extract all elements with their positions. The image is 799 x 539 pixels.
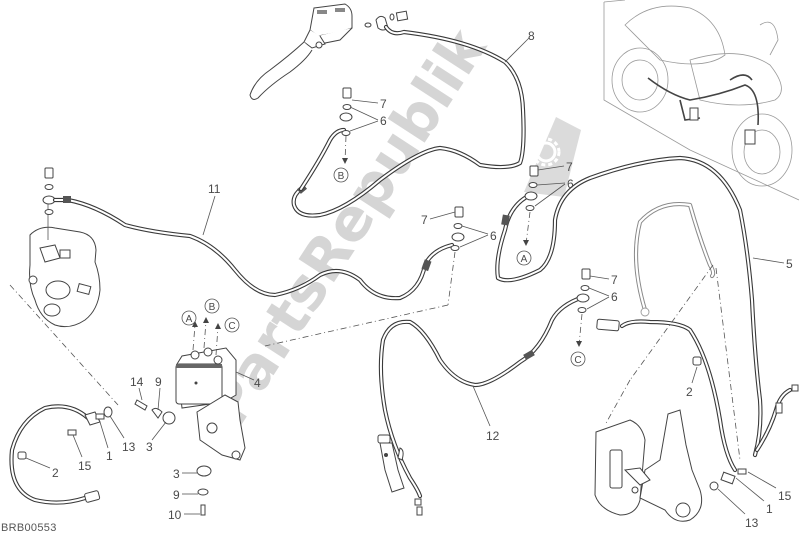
banjo-bolt-group-a: [523, 165, 539, 246]
callout-9: 9: [155, 375, 162, 389]
abs-sensor-left: [17, 406, 113, 460]
abs-sensor-right: [709, 468, 747, 491]
callout-3: 3: [146, 440, 153, 454]
callout-5: 5: [786, 257, 793, 271]
diagram-reference-code: BRB00553: [1, 522, 57, 534]
connection-marker-b-abs: B: [204, 298, 220, 314]
callout-6: 6: [567, 177, 574, 191]
callout-11: 11: [208, 182, 221, 196]
caliper-banjo-fitting: [42, 167, 56, 215]
brake-hose-a: [495, 155, 763, 458]
brake-hose-12: [378, 294, 586, 499]
watermark-gear-icon: [524, 117, 581, 197]
front-left-caliper: [28, 196, 101, 328]
svg-text:A: A: [186, 314, 193, 325]
callout-2: 2: [686, 385, 693, 399]
callout-10: 10: [168, 508, 182, 522]
callout-13: 13: [122, 440, 136, 454]
callout-15: 15: [78, 459, 92, 473]
svg-text:B: B: [338, 171, 345, 182]
callout-14: 14: [130, 375, 144, 389]
svg-text:C: C: [574, 355, 581, 366]
front-master-cylinder: [249, 3, 353, 100]
abs-mount-hardware: [134, 399, 212, 516]
callout-7: 7: [421, 213, 428, 227]
callout-1: 1: [766, 502, 773, 516]
banjo-bolt-group-b: [339, 87, 353, 164]
connection-marker-a-abs: A: [181, 310, 197, 326]
callout-3: 3: [173, 467, 180, 481]
rear-brake-hose: [633, 202, 716, 313]
callout-8: 8: [528, 29, 535, 43]
callout-2: 2: [52, 466, 59, 480]
sensor-clip: [692, 356, 702, 366]
connection-marker-c-abs: C: [224, 317, 240, 333]
callout-7: 7: [611, 273, 618, 287]
front-right-caliper: [594, 419, 646, 516]
leader-lines: [25, 37, 785, 515]
callout-6: 6: [380, 114, 387, 128]
banjo-bolt-group-c: [576, 268, 591, 347]
callout-9: 9: [173, 488, 180, 502]
callout-6: 6: [490, 229, 497, 243]
callout-labels: 8 7 6 11 7 6 7 6 5 7 6 4 14 9 2 1 13 3 1…: [52, 29, 793, 530]
connection-marker-a: A: [516, 250, 532, 266]
callout-7: 7: [566, 160, 573, 174]
svg-text:A: A: [521, 254, 528, 265]
front-fork-lower: [623, 409, 703, 522]
motorcycle-overview-inset: [603, 0, 799, 201]
callout-15: 15: [778, 489, 792, 503]
connection-markers: B A C A B C: [181, 167, 586, 367]
callout-6: 6: [611, 290, 618, 304]
callout-1: 1: [106, 449, 113, 463]
abs-bracket: [196, 394, 246, 461]
banjo-bolt-group-mid: [264, 206, 465, 347]
svg-text:C: C: [228, 321, 235, 332]
connection-marker-c: C: [570, 351, 586, 367]
callout-13: 13: [745, 516, 759, 530]
callout-12: 12: [486, 429, 500, 443]
abs-modulator: [175, 317, 237, 409]
svg-text:B: B: [209, 302, 216, 313]
callout-4: 4: [254, 376, 261, 390]
rear-master-cylinder: [377, 434, 423, 516]
connection-marker-b: B: [333, 167, 349, 183]
callout-7: 7: [380, 97, 387, 111]
